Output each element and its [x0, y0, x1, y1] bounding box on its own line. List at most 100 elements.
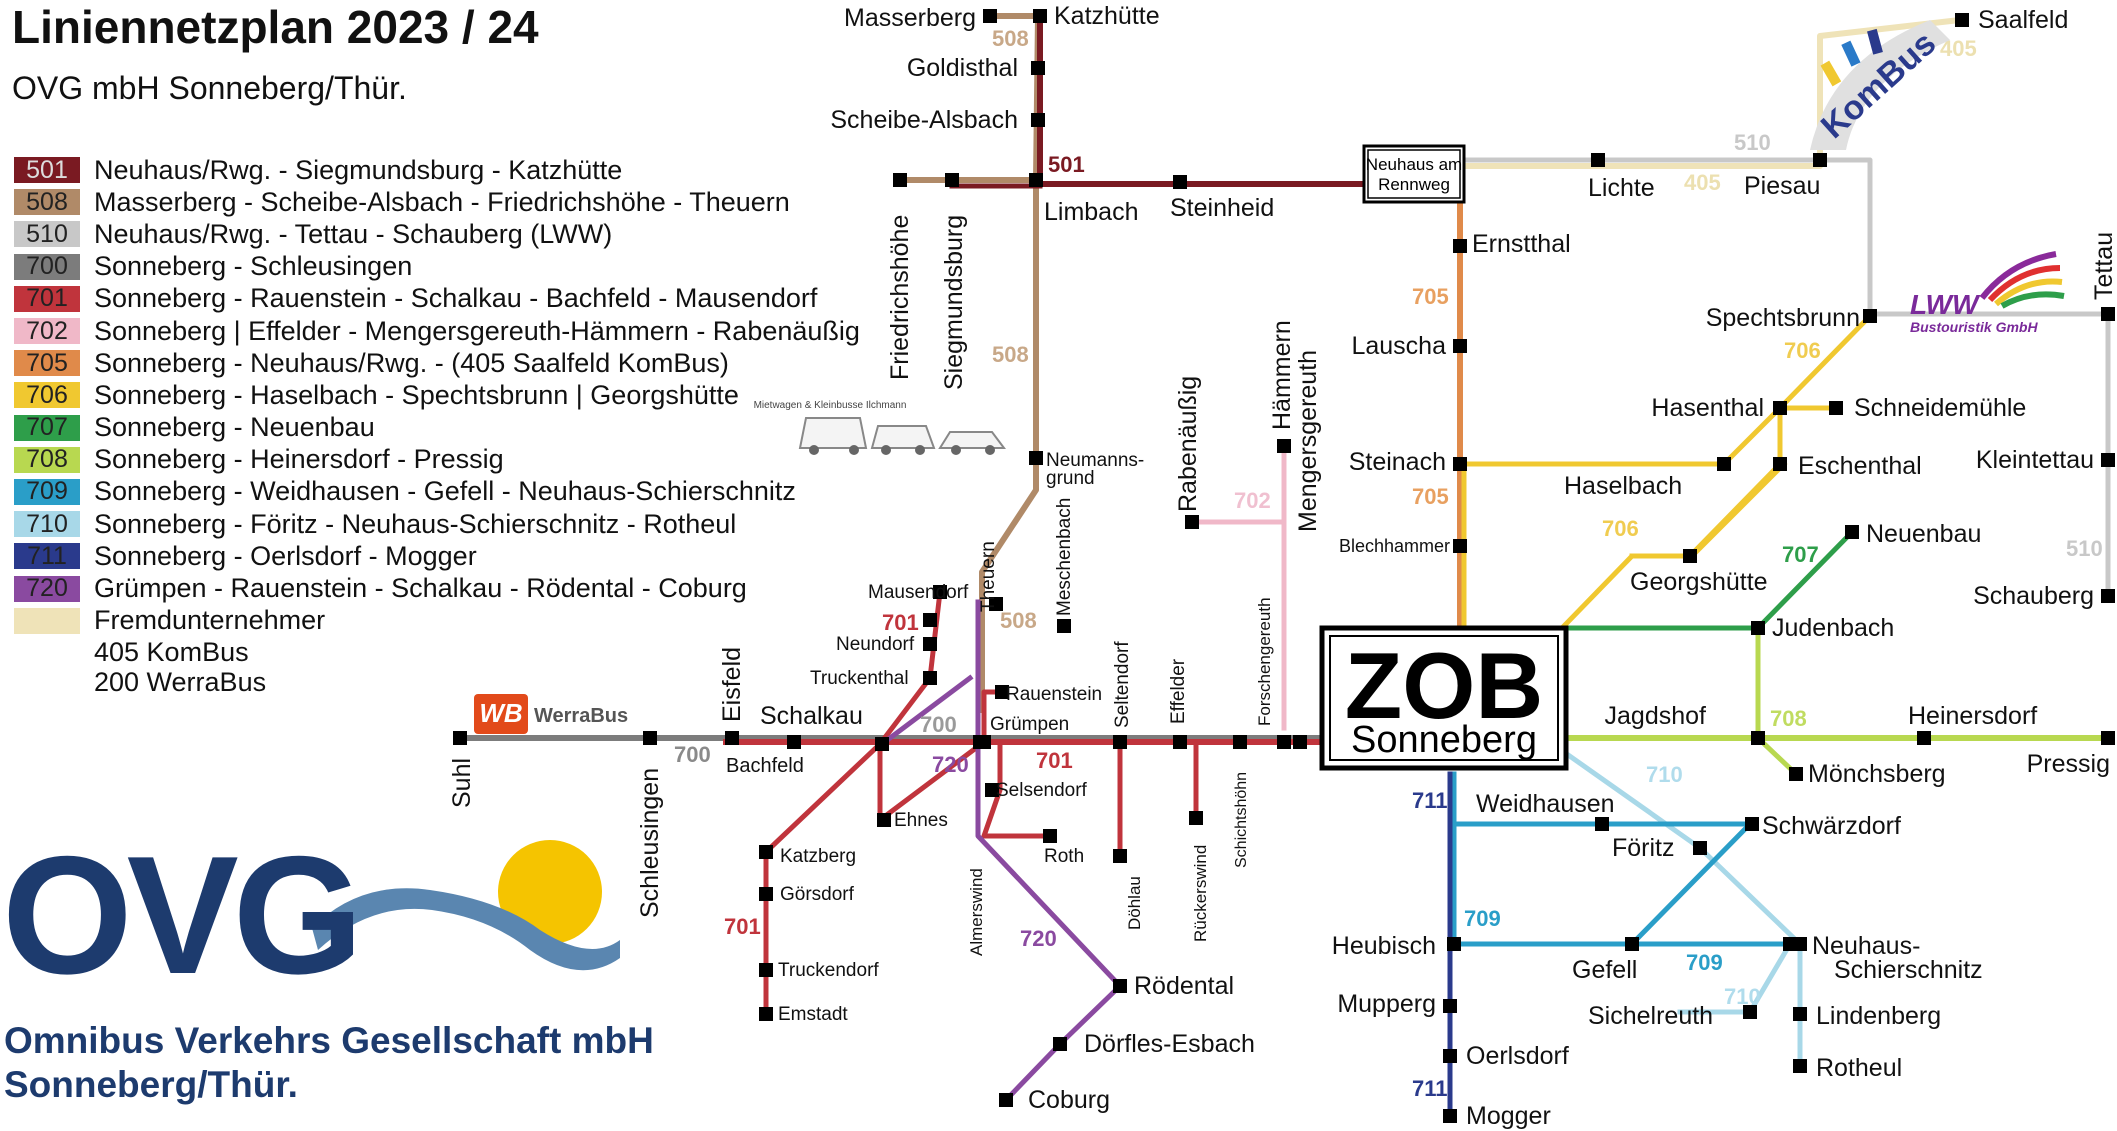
stop-marker[interactable]	[1793, 1059, 1807, 1073]
stop-marker[interactable]	[1773, 401, 1787, 415]
stop-marker[interactable]	[759, 963, 773, 977]
stop-coburg[interactable]: Coburg	[1028, 1086, 1110, 1114]
stop-marker[interactable]	[1453, 457, 1467, 471]
stop-marker[interactable]	[1955, 13, 1969, 27]
stop-gefell[interactable]: Gefell	[1572, 956, 1637, 984]
stop-mengersgereuth[interactable]: Mengersgereuth	[1294, 350, 1322, 532]
stop-schierschnitz-2[interactable]: Schierschnitz	[1834, 956, 1983, 984]
stop-marker[interactable]	[983, 9, 997, 23]
stop-marker[interactable]	[1277, 735, 1291, 749]
stop-marker[interactable]	[1863, 309, 1877, 323]
stop-truckenthal[interactable]: Truckenthal	[810, 668, 909, 689]
stop-schierschnitz-1[interactable]: Neuhaus-	[1812, 932, 1920, 960]
stop-marker[interactable]	[1113, 979, 1127, 993]
stop-marker[interactable]	[759, 1007, 773, 1021]
stop-marker[interactable]	[1173, 735, 1187, 749]
stop-siegmundsburg[interactable]: Siegmundsburg	[940, 215, 968, 390]
stop-marker[interactable]	[1053, 1037, 1067, 1051]
stop-marker[interactable]	[999, 1093, 1013, 1107]
stop-marker[interactable]	[1113, 849, 1127, 863]
stop-marker[interactable]	[1033, 9, 1047, 23]
neuhaus-rennweg-box[interactable]: Neuhaus am Rennweg	[1362, 144, 1466, 204]
stop-seltendorf[interactable]: Seltendorf	[1112, 641, 1133, 728]
stop-marker[interactable]	[1031, 61, 1045, 75]
stop-hasenthal[interactable]: Hasenthal	[1651, 394, 1764, 422]
stop-lindenberg[interactable]: Lindenberg	[1816, 1002, 1941, 1030]
stop-schneidemuehle[interactable]: Schneidemühle	[1854, 394, 2026, 422]
stop-marker[interactable]	[989, 597, 1003, 611]
stop-almerswind[interactable]: Almerswind	[967, 868, 986, 956]
stop-marker[interactable]	[2101, 453, 2115, 467]
stop-blechhammer[interactable]: Blechhammer	[1339, 536, 1450, 556]
stop-marker[interactable]	[1189, 811, 1203, 825]
stop-marker[interactable]	[893, 173, 907, 187]
stop-marker[interactable]	[1113, 735, 1127, 749]
stop-georgshuette[interactable]: Georgshütte	[1630, 568, 1768, 596]
stop-marker[interactable]	[759, 845, 773, 859]
stop-marker[interactable]	[923, 637, 937, 651]
stop-marker[interactable]	[1293, 735, 1307, 749]
stop-marker[interactable]	[1751, 731, 1765, 745]
stop-marker[interactable]	[1813, 153, 1827, 167]
stop-marker[interactable]	[1185, 515, 1199, 529]
stop-haselbach[interactable]: Haselbach	[1564, 472, 1682, 500]
stop-selsendorf[interactable]: Selsendorf	[996, 780, 1088, 801]
stop-marker[interactable]	[923, 613, 937, 627]
stop-rotheul[interactable]: Rotheul	[1816, 1054, 1902, 1082]
stop-sichelreuth[interactable]: Sichelreuth	[1588, 1002, 1713, 1030]
stop-roedental[interactable]: Rödental	[1134, 972, 1234, 1000]
stop-rueckerswind[interactable]: Rückerswind	[1191, 845, 1210, 942]
stop-theuern[interactable]: Theuern	[978, 541, 999, 612]
stop-masserberg[interactable]: Masserberg	[844, 4, 976, 32]
stop-jagdshof[interactable]: Jagdshof	[1605, 702, 1707, 730]
stop-kleintettau[interactable]: Kleintettau	[1976, 446, 2094, 474]
stop-marker[interactable]	[2101, 731, 2115, 745]
stop-marker[interactable]	[1029, 173, 1043, 187]
stop-bachfeld[interactable]: Bachfeld	[726, 755, 804, 777]
stop-marker[interactable]	[1829, 401, 1843, 415]
stop-marker[interactable]	[643, 731, 657, 745]
stop-marker[interactable]	[1591, 153, 1605, 167]
stop-emstadt[interactable]: Emstadt	[778, 1004, 848, 1025]
stop-steinach[interactable]: Steinach	[1349, 448, 1446, 476]
stop-marker[interactable]	[1173, 175, 1187, 189]
stop-marker[interactable]	[1453, 539, 1467, 553]
stop-marker[interactable]	[1043, 829, 1057, 843]
stop-doehlau[interactable]: Döhlau	[1125, 876, 1144, 930]
stop-marker[interactable]	[1453, 339, 1467, 353]
stop-effelder[interactable]: Effelder	[1168, 658, 1189, 724]
stop-marker[interactable]	[1745, 817, 1759, 831]
stop-tettau[interactable]: Tettau	[2090, 232, 2117, 300]
stop-neumannsgrund-2[interactable]: grund	[1046, 468, 1095, 489]
stop-forschengereuth[interactable]: Forschengereuth	[1255, 597, 1274, 726]
stop-spechtsbrunn[interactable]: Spechtsbrunn	[1706, 304, 1860, 332]
stop-haemmern[interactable]: Hämmern	[1268, 320, 1296, 430]
stop-neumannsgrund-1[interactable]: Neumanns-	[1046, 450, 1144, 471]
stop-goersdorf[interactable]: Görsdorf	[780, 884, 855, 905]
stop-marker[interactable]	[1743, 1005, 1757, 1019]
stop-marker[interactable]	[1773, 457, 1787, 471]
stop-marker[interactable]	[1683, 549, 1697, 563]
stop-marker[interactable]	[1277, 439, 1291, 453]
stop-roth[interactable]: Roth	[1044, 846, 1084, 867]
stop-marker[interactable]	[875, 737, 889, 751]
stop-oerlsdorf[interactable]: Oerlsdorf	[1466, 1042, 1569, 1070]
stop-neuenbau[interactable]: Neuenbau	[1866, 520, 1981, 548]
stop-schleusingen[interactable]: Schleusingen	[636, 768, 664, 918]
stop-rauenstein[interactable]: Rauenstein	[1006, 684, 1102, 705]
stop-marker[interactable]	[1029, 451, 1043, 465]
stop-eschenthal[interactable]: Eschenthal	[1798, 452, 1922, 480]
stop-schalkau[interactable]: Schalkau	[760, 702, 863, 730]
stop-marker[interactable]	[1793, 1007, 1807, 1021]
stop-mupperg[interactable]: Mupperg	[1337, 990, 1436, 1018]
stop-marker[interactable]	[1443, 999, 1457, 1013]
stop-ernstthal[interactable]: Ernstthal	[1472, 230, 1571, 258]
stop-marker[interactable]	[1751, 621, 1765, 635]
stop-saalfeld[interactable]: Saalfeld	[1978, 6, 2068, 34]
stop-friedrichshoehe[interactable]: Friedrichshöhe	[886, 215, 914, 380]
stop-marker[interactable]	[1845, 525, 1859, 539]
stop-heubisch[interactable]: Heubisch	[1332, 932, 1436, 960]
stop-marker[interactable]	[1443, 1109, 1457, 1123]
stop-marker[interactable]	[1793, 937, 1807, 951]
stop-lichte[interactable]: Lichte	[1588, 174, 1655, 202]
